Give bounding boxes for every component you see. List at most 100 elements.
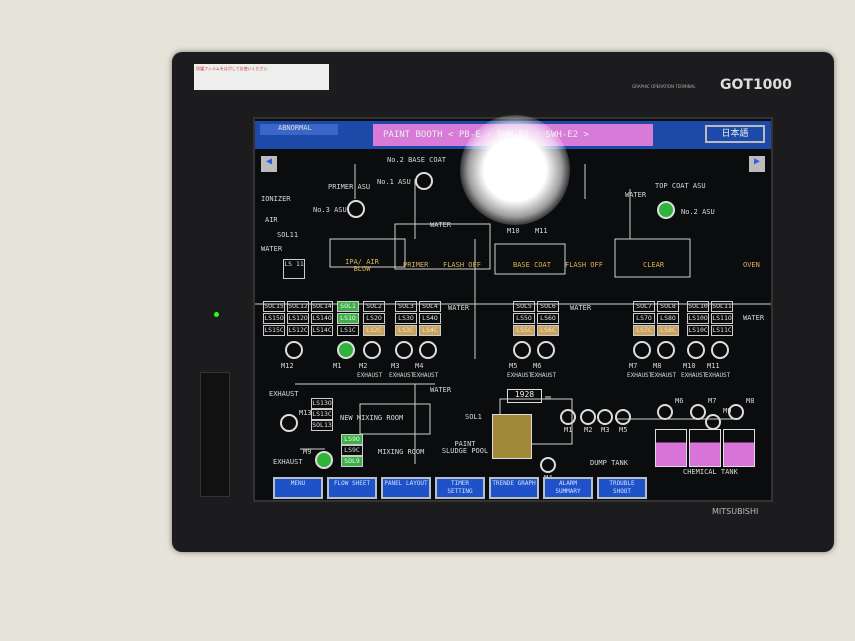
- limit-switch-indicator[interactable]: LS14O: [311, 313, 333, 324]
- exhaust-label: EXHAUST: [389, 372, 415, 379]
- limit-switch-indicator[interactable]: LS3O: [395, 313, 417, 324]
- solenoid-valve[interactable]: SOL10: [687, 301, 709, 312]
- exhaust-fan-motor[interactable]: [395, 341, 413, 359]
- limit-switch-indicator[interactable]: LS6C: [537, 325, 559, 336]
- nav-button-trende-graph[interactable]: TRENDE GRAPH: [489, 477, 539, 499]
- limit-switch-indicator[interactable]: LS8O: [657, 313, 679, 324]
- solenoid-valve[interactable]: SOL14: [311, 301, 333, 312]
- nav-button-alarm-summary[interactable]: ALARM SUMMARY: [543, 477, 593, 499]
- chemical-pump[interactable]: [657, 404, 673, 420]
- nav-button-panel-layout[interactable]: PANEL LAYOUT: [381, 477, 431, 499]
- limit-switch-indicator[interactable]: LS5O: [513, 313, 535, 324]
- solenoid-valve[interactable]: SOL8: [657, 301, 679, 312]
- limit-switch-indicator[interactable]: LS7O: [633, 313, 655, 324]
- limit-switch-indicator[interactable]: LS11O: [711, 313, 733, 324]
- solenoid-valve[interactable]: SOL5: [513, 301, 535, 312]
- solenoid-valve[interactable]: SOL7: [633, 301, 655, 312]
- chemical-pump[interactable]: [690, 404, 706, 420]
- pump[interactable]: [540, 457, 556, 473]
- solenoid-valve[interactable]: SOL2: [363, 301, 385, 312]
- motor-label: M7: [629, 362, 638, 370]
- solenoid-valve[interactable]: SOL3: [395, 301, 417, 312]
- pump-label: M5: [619, 426, 628, 434]
- limit-switch-indicator[interactable]: LS2O: [363, 313, 385, 324]
- exhaust-fan-motor[interactable]: [633, 341, 651, 359]
- exhaust-fan-motor[interactable]: [711, 341, 729, 359]
- prev-page-icon[interactable]: ◀: [261, 156, 277, 172]
- solenoid-valve[interactable]: SOL11: [711, 301, 733, 312]
- limit-switch-indicator[interactable]: LS10C: [687, 325, 709, 336]
- next-page-icon[interactable]: ▶: [749, 156, 765, 172]
- exhaust-label: EXHAUST: [651, 372, 677, 379]
- chemical-pump-label: M9: [723, 407, 732, 415]
- ls11-indicator[interactable]: LS 11: [283, 259, 305, 279]
- limit-switch-indicator[interactable]: LS8C: [657, 325, 679, 336]
- pump[interactable]: [597, 409, 613, 425]
- nav-button-flow-sheet[interactable]: FLOW SHEET: [327, 477, 377, 499]
- ls9o-indicator[interactable]: LS9O: [341, 434, 363, 445]
- device-model: GOT1000: [720, 77, 792, 93]
- label-sol1: SOL1: [465, 413, 482, 421]
- limit-switch-indicator[interactable]: LS15C: [263, 325, 285, 336]
- limit-switch-indicator[interactable]: LS7C: [633, 325, 655, 336]
- ls13o-indicator[interactable]: LS13O: [311, 398, 333, 409]
- limit-switch-indicator[interactable]: LS3C: [395, 325, 417, 336]
- exhaust-fan-motor[interactable]: [419, 341, 437, 359]
- limit-switch-indicator[interactable]: LS2C: [363, 325, 385, 336]
- exhaust-fan-motor[interactable]: [285, 341, 303, 359]
- light-glare: [460, 115, 570, 225]
- label-water-flash2: WATER: [570, 304, 592, 312]
- limit-switch-indicator[interactable]: LS10O: [687, 313, 709, 324]
- ls9c-indicator[interactable]: LS9C: [341, 445, 363, 456]
- limit-switch-indicator[interactable]: LS4C: [419, 325, 441, 336]
- exhaust-fan-motor[interactable]: [337, 341, 355, 359]
- fan-no3-asu[interactable]: [347, 200, 365, 218]
- pump[interactable]: [560, 409, 576, 425]
- limit-switch-indicator[interactable]: LS6O: [537, 313, 559, 324]
- solenoid-valve[interactable]: SOL1: [337, 301, 359, 312]
- limit-switch-indicator[interactable]: LS15O: [263, 313, 285, 324]
- brand-label: MITSUBISHI: [712, 507, 759, 516]
- limit-switch-indicator[interactable]: LS1C: [337, 325, 359, 336]
- abnormal-indicator[interactable]: ABNORMAL: [260, 124, 338, 135]
- solenoid-valve[interactable]: SOL15: [263, 301, 285, 312]
- motor-m9[interactable]: [315, 451, 333, 469]
- motor-m13[interactable]: [280, 414, 298, 432]
- label-exhaust-m9: EXHAUST: [273, 458, 303, 466]
- fan-no1-asu[interactable]: [415, 172, 433, 190]
- pump[interactable]: [580, 409, 596, 425]
- exhaust-fan-motor[interactable]: [537, 341, 555, 359]
- nav-button-timer-setting[interactable]: TIMER SETTING: [435, 477, 485, 499]
- chemical-pump[interactable]: [705, 414, 721, 430]
- limit-switch-indicator[interactable]: LS5C: [513, 325, 535, 336]
- limit-switch-indicator[interactable]: LS12C: [287, 325, 309, 336]
- sol13-valve[interactable]: SOL13: [311, 420, 333, 431]
- solenoid-valve[interactable]: SOL12: [287, 301, 309, 312]
- exhaust-fan-motor[interactable]: [513, 341, 531, 359]
- limit-switch-indicator[interactable]: LS4O: [419, 313, 441, 324]
- exhaust-label: EXHAUST: [627, 372, 653, 379]
- nav-button-menu[interactable]: MENU: [273, 477, 323, 499]
- exhaust-label: EXHAUST: [413, 372, 439, 379]
- nav-button-label: FLOW SHEET: [329, 479, 375, 497]
- sol9-valve[interactable]: SOL9: [341, 456, 363, 467]
- chemical-pump[interactable]: [728, 404, 744, 420]
- motor-label: M11: [707, 362, 720, 370]
- language-button[interactable]: 日本語: [705, 125, 765, 143]
- solenoid-valve[interactable]: SOL4: [419, 301, 441, 312]
- label-water-flash1: WATER: [448, 304, 470, 312]
- exhaust-fan-motor[interactable]: [687, 341, 705, 359]
- exhaust-fan-motor[interactable]: [363, 341, 381, 359]
- limit-switch-indicator[interactable]: LS11C: [711, 325, 733, 336]
- limit-switch-indicator[interactable]: LS14C: [311, 325, 333, 336]
- exhaust-label: EXHAUST: [507, 372, 533, 379]
- solenoid-valve[interactable]: SOL6: [537, 301, 559, 312]
- ls13c-indicator[interactable]: LS13C: [311, 409, 333, 420]
- card-slot-cover[interactable]: [200, 372, 230, 497]
- nav-button-trouble-shoot[interactable]: TROUBLE SHOOT: [597, 477, 647, 499]
- limit-switch-indicator[interactable]: LS1O: [337, 313, 359, 324]
- fan-no2-asu[interactable]: [657, 201, 675, 219]
- pump[interactable]: [615, 409, 631, 425]
- limit-switch-indicator[interactable]: LS12O: [287, 313, 309, 324]
- exhaust-fan-motor[interactable]: [657, 341, 675, 359]
